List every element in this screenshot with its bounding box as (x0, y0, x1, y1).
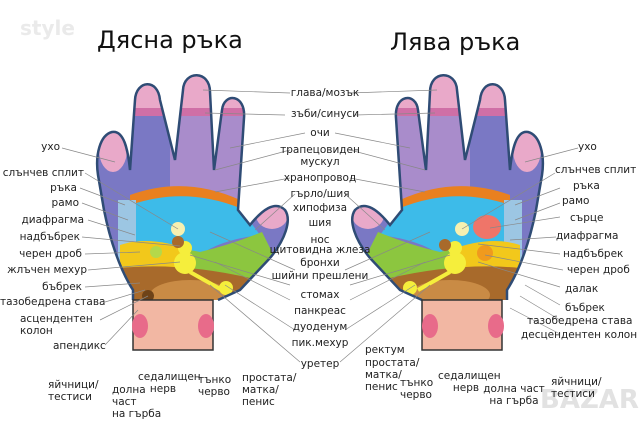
label-stomach: стомах (300, 289, 340, 301)
rh-label-small-intestine: тънко черво (198, 374, 232, 398)
label-bronchi: бронхи (300, 257, 340, 269)
label-teeth-sinuses: зъби/синуси (290, 108, 360, 120)
lh-label-diaphragm: диафрагма (556, 230, 619, 242)
watermark-bazar: BAZAR (540, 385, 639, 415)
lh-label-heart: сърце (570, 212, 604, 224)
label-nose: нос (310, 234, 330, 246)
right-hand-title: Дясна ръка (97, 26, 243, 54)
label-esophagus: хранопровод (283, 172, 357, 184)
lh-label-liver: черен дроб (567, 264, 630, 276)
rh-label-arm: ръка (50, 182, 77, 194)
rh-label-ascending-colon: асцендентен колон (20, 313, 93, 337)
lh-label-spleen: далак (565, 283, 599, 295)
left-hand-illustration (351, 74, 545, 351)
lh-label-prostate-uterus: простата/ матка/ пенис (365, 357, 420, 393)
rh-label-diaphragm: диафрагма (21, 214, 84, 226)
leader-lines (61, 89, 579, 363)
lh-label-hip-joint: тазобедрена става (527, 315, 633, 327)
rh-label-prostate-uterus: простата/ матка/ пенис (242, 372, 297, 408)
label-ureter: уретер (300, 358, 340, 370)
rh-label-lower-back: долна част на гърба (112, 384, 162, 420)
lh-label-ear: ухо (578, 141, 597, 153)
label-throat-neck: гърло/шия (290, 188, 350, 200)
lh-label-sciatic-nerve: седалищен нерв (438, 370, 501, 394)
label-trapezius: трапецовиден мускул (280, 144, 360, 168)
lh-label-arm: ръка (573, 180, 600, 192)
lh-label-descending-colon: десцендентен колон (521, 329, 638, 341)
lh-label-shoulder: рамо (562, 195, 590, 207)
lh-label-kidney: бъбрек (565, 302, 605, 314)
rh-label-sciatic-nerve: седалищен нерв (138, 371, 201, 395)
label-eyes: очи (310, 127, 330, 139)
label-duodenum: дуоденум (292, 321, 348, 333)
label-pancreas: панкреас (294, 305, 346, 317)
label-thyroid: щитовидна жлеза (269, 244, 371, 256)
label-neck: шия (308, 217, 332, 229)
label-bladder: пик.мехур (291, 337, 349, 349)
rh-label-ear: ухо (41, 141, 60, 153)
lh-label-solar-plexus: слънчев сплит (555, 164, 637, 176)
rh-label-liver: черен дроб (19, 248, 82, 260)
rh-label-appendix: апендикс (53, 340, 106, 352)
label-cervical-vertebrae: шийни прешлени (271, 270, 369, 282)
lh-label-lower-back: долна част на гърба (483, 383, 545, 407)
watermark-style: style (20, 16, 75, 40)
rh-label-gallbladder: жлъчен мехур (7, 264, 87, 276)
rh-label-hip-joint: тазобедрена става (0, 296, 106, 308)
rh-label-solar-plexus: слънчев сплит (2, 167, 84, 179)
left-hand-title: Лява ръка (390, 28, 521, 56)
label-pituitary: хипофиза (292, 202, 348, 214)
right-hand-illustration (95, 74, 289, 351)
lh-label-ovaries-testes: яйчници/ тестиси (551, 376, 602, 400)
lh-label-adrenal: надбъбрек (563, 248, 624, 260)
rh-label-adrenal: надбъбрек (19, 231, 80, 243)
label-head-brain: глава/мозък (290, 87, 360, 99)
rh-label-ovaries-testes: яйчници/ тестиси (48, 379, 99, 403)
lh-label-rectum: ректум (365, 344, 405, 356)
lh-label-small-intestine: тънко черво (400, 377, 434, 401)
rh-label-shoulder: рамо (51, 197, 79, 209)
rh-label-kidney: бъбрек (42, 281, 82, 293)
